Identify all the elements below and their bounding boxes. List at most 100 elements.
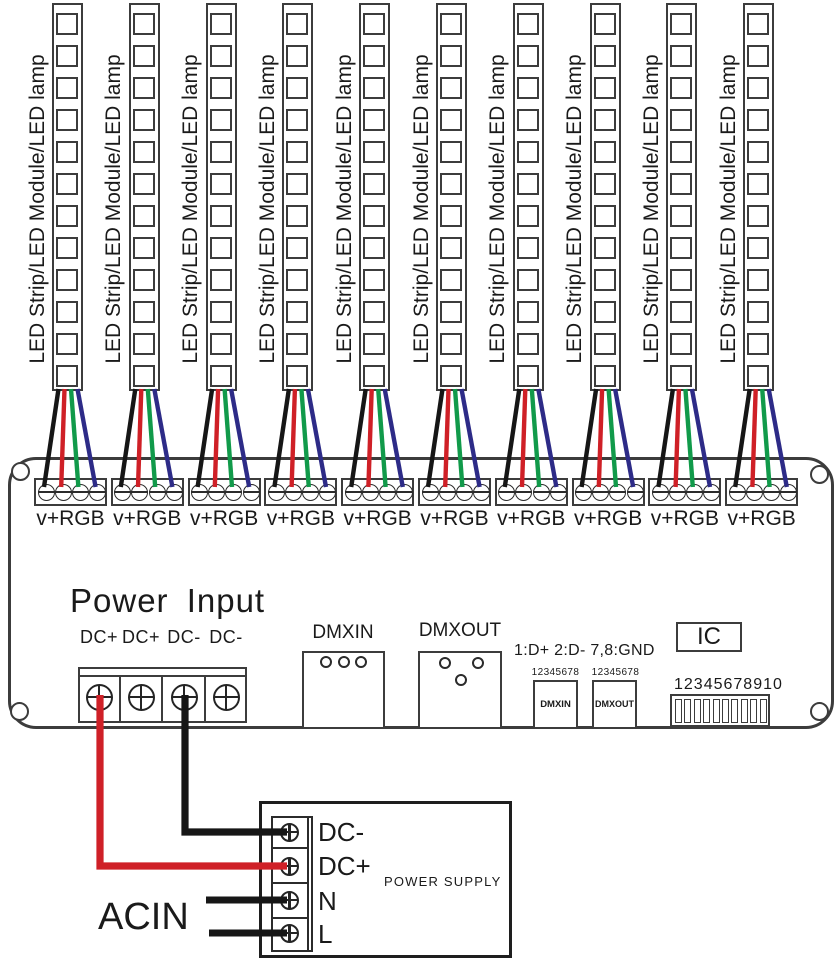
screw-terminal	[396, 483, 414, 501]
led-chip	[670, 300, 693, 323]
screw-terminal	[609, 483, 627, 501]
led-chip	[286, 204, 309, 227]
output-channel-label: v+RGB	[36, 507, 105, 530]
screw-terminal	[319, 483, 337, 501]
led-chip	[286, 12, 309, 35]
dmx-pin	[438, 657, 451, 669]
led-chip	[593, 332, 616, 355]
led-chip	[670, 172, 693, 195]
led-chip	[516, 364, 539, 387]
led-strip-label: LED Strip/LED Module/LED lamp	[25, 54, 49, 364]
led-chip	[440, 140, 462, 163]
psu-strip-inner-line	[307, 818, 310, 950]
led-chip	[56, 140, 78, 163]
led-chip	[132, 332, 155, 355]
rj45-in-pin-numbers: 12345678	[531, 667, 580, 678]
rj45-dmx-in-port: DMXIN	[533, 680, 578, 729]
led-chip	[363, 108, 386, 131]
led-chip	[363, 268, 386, 291]
led-strip	[52, 3, 83, 391]
output-terminal-block	[341, 478, 415, 506]
screw-terminal	[780, 483, 798, 501]
screw-terminal	[131, 483, 149, 501]
output-terminal-block	[725, 478, 799, 506]
led-strip	[282, 3, 314, 391]
output-channel-label: v+RGB	[650, 507, 720, 530]
screw-terminal	[114, 483, 132, 501]
led-chip	[209, 108, 232, 131]
screw-terminal	[763, 483, 781, 501]
psu-terminal-label: DC+	[318, 851, 371, 881]
dmx-out-connector	[418, 651, 502, 729]
led-chip	[670, 364, 693, 387]
terminal-divider	[119, 676, 122, 721]
led-chip	[56, 12, 78, 35]
screw-terminal	[208, 483, 226, 501]
psu-terminal-divider	[273, 917, 308, 920]
led-chip	[363, 76, 386, 99]
dip-tooth	[712, 699, 720, 724]
dmx-pin	[337, 656, 350, 668]
screw-terminal	[267, 483, 285, 501]
led-chip	[286, 76, 309, 99]
led-chip	[132, 300, 155, 323]
led-strip-label: LED Strip/LED Module/LED lamp	[639, 54, 663, 364]
led-chip	[747, 44, 770, 67]
output-terminal-block	[187, 478, 261, 506]
led-chip	[440, 44, 462, 67]
power-supply-label: POWER SUPPLY	[384, 874, 502, 889]
led-strip	[205, 3, 237, 391]
psu-screw-terminal	[280, 822, 299, 842]
dmx-pin	[455, 673, 467, 686]
dip-switch-numbers: 12345678910	[674, 676, 783, 693]
screw-terminal	[89, 483, 107, 501]
led-strip	[512, 3, 544, 391]
output-terminal-block	[264, 478, 338, 506]
screw-terminal	[473, 483, 491, 501]
led-chip	[747, 300, 770, 323]
led-chip	[516, 76, 539, 99]
led-strip-label: LED Strip/LED Module/LED lamp	[102, 54, 126, 364]
led-chip	[56, 44, 78, 67]
led-strip	[743, 3, 775, 391]
dip-tooth	[675, 699, 682, 724]
psu-screw-terminal	[280, 923, 299, 943]
output-channel-label: v+RGB	[189, 507, 259, 530]
led-chip	[286, 332, 309, 355]
psu-terminal-divider	[273, 847, 308, 850]
led-chip	[56, 300, 78, 323]
dip-tooth	[703, 699, 711, 724]
terminal-divider	[161, 676, 164, 721]
led-chip	[132, 364, 155, 387]
dc-terminal-label: DC+	[79, 627, 118, 647]
led-chip	[670, 12, 693, 35]
led-chip	[132, 236, 155, 259]
screw-terminal	[592, 483, 610, 501]
screw-terminal	[170, 683, 198, 711]
dip-tooth	[693, 699, 701, 724]
led-chip	[516, 236, 539, 259]
led-chip	[516, 108, 539, 131]
screw-terminal	[626, 483, 644, 501]
led-chip	[286, 300, 309, 323]
rj45-dmx-out-port: DMXOUT	[592, 680, 637, 729]
mounting-hole	[809, 464, 829, 484]
mounting-hole	[9, 701, 29, 721]
dmx-in-label: DMXIN	[312, 622, 374, 643]
screw-terminal	[438, 483, 456, 501]
led-chip	[56, 364, 78, 387]
mounting-hole	[809, 701, 829, 721]
screw-terminal	[191, 483, 209, 501]
output-channel-label: v+RGB	[113, 507, 182, 530]
screw-terminal	[669, 483, 687, 501]
screw-terminal	[165, 483, 183, 501]
led-chip	[593, 76, 616, 99]
led-strip	[666, 3, 698, 391]
led-chip	[670, 236, 693, 259]
led-chip	[440, 364, 462, 387]
output-channel-label: v+RGB	[573, 507, 643, 530]
led-chip	[286, 236, 309, 259]
led-chip	[132, 108, 155, 131]
led-strip-label: LED Strip/LED Module/LED lamp	[255, 54, 279, 364]
